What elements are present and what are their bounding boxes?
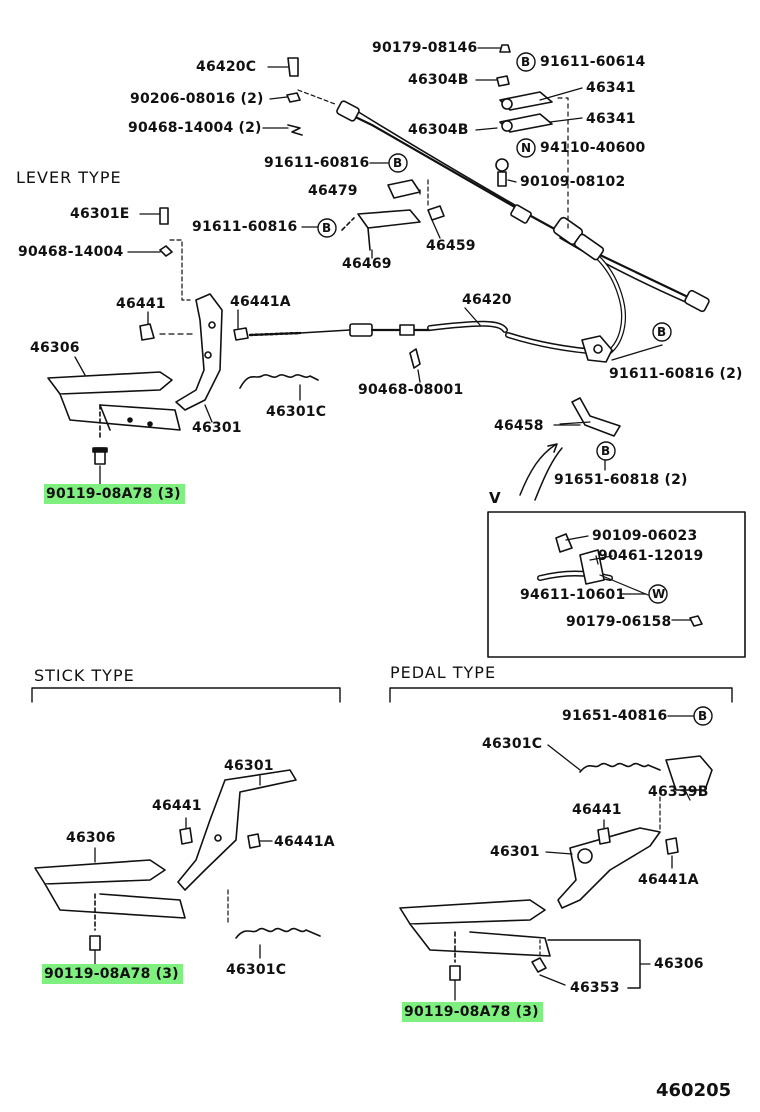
symbol-b: B [393, 156, 403, 170]
symbol-b-circle [693, 706, 713, 726]
symbol-b-circle [388, 153, 408, 173]
detail-v-label: V [489, 489, 501, 507]
leader-lines [74, 47, 696, 1001]
part-callout[interactable]: 91611-60816 (2) [609, 366, 743, 382]
part-callout[interactable]: 90109-06023 [592, 528, 698, 544]
part-callout[interactable]: 46458 [494, 418, 544, 434]
part-callout[interactable]: 46304B [408, 72, 469, 88]
equalizer [495, 44, 569, 233]
symbol-b: B [521, 55, 531, 69]
symbol-b: B [322, 221, 332, 235]
rear-cable-assembly [336, 100, 710, 358]
part-callout[interactable]: 46341 [586, 111, 636, 127]
part-callout[interactable]: 46301 [192, 420, 242, 436]
part-callout[interactable]: 46469 [342, 256, 392, 272]
part-callout-highlighted[interactable]: 90119-08A78 (3) [42, 964, 183, 984]
detail-v-box [487, 511, 746, 658]
part-callout[interactable]: 90461-12019 [598, 548, 704, 564]
part-callout[interactable]: 46341 [586, 80, 636, 96]
part-callout[interactable]: 46441A [638, 872, 699, 888]
part-callout[interactable]: 46441A [230, 294, 291, 310]
lever-type-shoe [47, 207, 319, 465]
part-callout[interactable]: 90179-06158 [566, 614, 672, 630]
part-callout[interactable]: 46479 [308, 183, 358, 199]
pedal-type-parts [389, 687, 733, 989]
symbol-b-circle [596, 441, 616, 461]
part-callout[interactable]: 91611-60614 [540, 54, 646, 70]
part-callout[interactable]: 90468-08001 [358, 382, 464, 398]
circle-symbols [317, 52, 713, 726]
part-callout[interactable]: 46304B [408, 122, 469, 138]
symbol-w: W [652, 587, 666, 601]
part-callout[interactable]: 46301C [226, 962, 287, 978]
part-callout[interactable]: 94611-10601 [520, 587, 626, 603]
top-small-parts [286, 57, 336, 136]
part-callout[interactable]: 46301 [490, 844, 540, 860]
symbol-b: B [657, 325, 667, 339]
part-callout[interactable]: 46339B [648, 784, 709, 800]
symbol-b: B [601, 444, 611, 458]
part-callout[interactable]: 46353 [570, 980, 620, 996]
part-callout[interactable]: 91611-60816 [192, 219, 298, 235]
clip-90468-08001 [409, 348, 421, 369]
part-callout[interactable]: 90109-08102 [520, 174, 626, 190]
part-callout[interactable]: 91651-60818 (2) [554, 472, 688, 488]
symbol-w-circle [648, 584, 668, 604]
section-title-stick: STICK TYPE [34, 666, 135, 685]
part-callout[interactable]: 94110-40600 [540, 140, 646, 156]
part-callout[interactable]: 46301C [266, 404, 327, 420]
front-cable [248, 320, 613, 363]
part-callout[interactable]: 46441 [152, 798, 202, 814]
part-callout[interactable]: 46301 [224, 758, 274, 774]
part-callout[interactable]: 46420 [462, 292, 512, 308]
part-callout[interactable]: 46441A [274, 834, 335, 850]
part-callout[interactable]: 46306 [66, 830, 116, 846]
part-callout[interactable]: 90179-08146 [372, 40, 478, 56]
part-callout[interactable]: 90468-14004 [18, 244, 124, 260]
part-callout-highlighted[interactable]: 90119-08A78 (3) [44, 484, 185, 504]
part-callout[interactable]: 91651-40816 [562, 708, 668, 724]
symbol-n-circle [516, 138, 536, 158]
part-callout[interactable]: 91611-60816 [264, 155, 370, 171]
part-callout[interactable]: 46441 [116, 296, 166, 312]
symbol-n: N [521, 141, 532, 155]
part-callout[interactable]: 46301E [70, 206, 130, 222]
diagram-code: 460205 [656, 1080, 732, 1101]
bracket-46458 [519, 397, 621, 501]
symbol-b-circle [317, 218, 337, 238]
part-callout[interactable]: 46306 [654, 956, 704, 972]
part-callout[interactable]: 46459 [426, 238, 476, 254]
part-callout[interactable]: 46441 [572, 802, 622, 818]
part-callout[interactable]: 46420C [196, 59, 257, 75]
part-callout[interactable]: 90468-14004 (2) [128, 120, 262, 136]
section-title-pedal: PEDAL TYPE [390, 663, 497, 682]
symbol-b-circle [516, 52, 536, 72]
part-callout[interactable]: 46306 [30, 340, 80, 356]
section-title-lever: LEVER TYPE [16, 168, 122, 187]
stick-type-parts [31, 687, 341, 951]
symbol-b: B [698, 709, 708, 723]
part-callout-highlighted[interactable]: 90119-08A78 (3) [402, 1002, 543, 1022]
part-callout[interactable]: 46301C [482, 736, 543, 752]
part-callout[interactable]: 90206-08016 (2) [130, 91, 264, 107]
symbol-b-circle [652, 322, 672, 342]
